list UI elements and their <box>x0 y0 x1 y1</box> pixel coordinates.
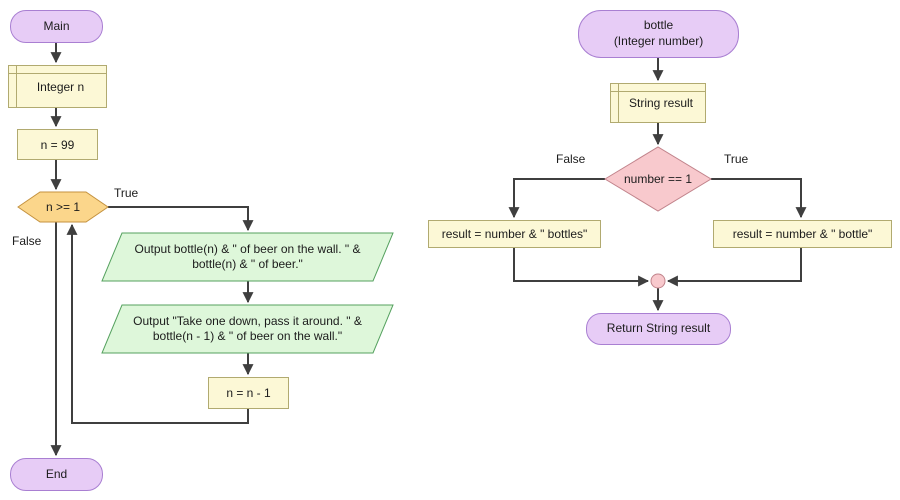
bottle-false-assign-label: result = number & " bottles" <box>441 227 588 241</box>
connector-decision-false <box>508 178 605 219</box>
main-assign-node[interactable]: n = 99 <box>17 129 98 160</box>
loop-hexagon[interactable] <box>17 191 109 223</box>
connector-false-to-merge <box>513 247 650 287</box>
bottle-return-terminal[interactable]: Return String result <box>586 313 731 345</box>
main-start-label: Main <box>43 18 70 33</box>
main-start-terminal[interactable]: Main <box>10 10 103 43</box>
main-end-label: End <box>45 466 68 481</box>
bottle-params-label: (Integer number) <box>613 34 704 48</box>
output-parallelogram-2[interactable] <box>101 304 394 354</box>
bottle-true-assign-node[interactable]: result = number & " bottle" <box>713 220 892 248</box>
connector-loop-true <box>108 206 254 232</box>
bottle-return-label: Return String result <box>606 321 711 336</box>
main-end-terminal[interactable]: End <box>10 458 103 491</box>
decision-false-branch-label: False <box>556 152 586 166</box>
connector-true-to-merge <box>666 247 802 287</box>
connector-loopback <box>66 223 249 424</box>
main-assign-label: n = 99 <box>40 137 75 152</box>
main-declare-node[interactable]: Integer n <box>8 65 107 108</box>
main-decrement-label: n = n - 1 <box>226 386 271 400</box>
main-declare-label: Integer n <box>36 79 85 94</box>
bottle-declare-node[interactable]: String result <box>610 83 706 123</box>
bottle-name-label: bottle <box>643 18 674 33</box>
connector-decision-true <box>711 178 807 219</box>
output-parallelogram-1[interactable] <box>101 232 394 282</box>
bottle-false-assign-node[interactable]: result = number & " bottles" <box>428 220 601 248</box>
merge-connector-dot <box>650 273 666 289</box>
main-decrement-node[interactable]: n = n - 1 <box>208 377 289 409</box>
loop-true-branch-label: True <box>114 186 139 200</box>
bottle-start-terminal[interactable]: bottle (Integer number) <box>578 10 739 58</box>
decision-diamond[interactable] <box>604 146 712 212</box>
bottle-declare-label: String result <box>628 96 694 110</box>
bottle-true-assign-label: result = number & " bottle" <box>732 227 873 241</box>
loop-false-branch-label: False <box>12 234 42 248</box>
decision-true-branch-label: True <box>724 152 749 166</box>
